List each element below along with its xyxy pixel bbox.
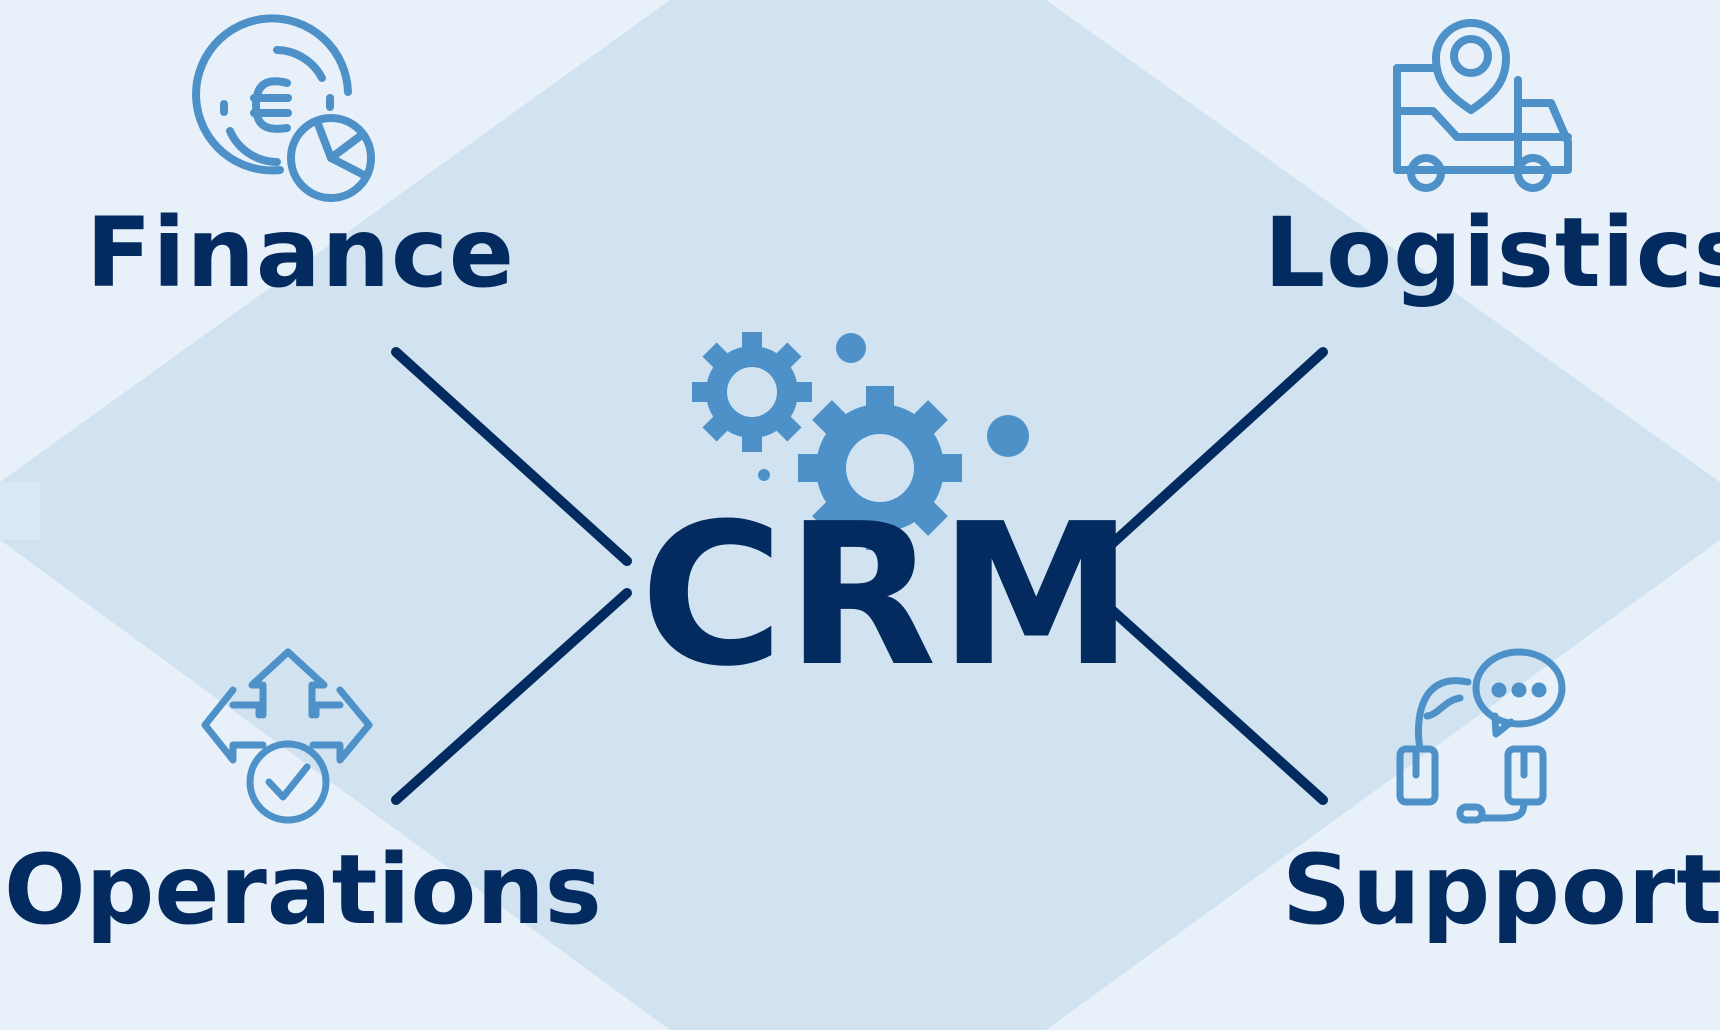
gears-icon — [692, 332, 1029, 550]
connector-finance — [391, 347, 632, 566]
connector-support — [1088, 588, 1328, 805]
connector-logistics — [1088, 347, 1328, 566]
connector-operations — [391, 588, 632, 805]
support-label: Support — [1282, 834, 1720, 946]
finance-label: Finance — [86, 197, 515, 309]
operations-label: Operations — [4, 834, 602, 946]
arrows-checkmark-icon — [201, 648, 373, 824]
delivery-truck-location-pin-icon — [1393, 19, 1572, 192]
chat-support-hand-icon — [1396, 648, 1566, 824]
background-diamond-inner — [0, 482, 40, 540]
logistics-label: Logistics — [1264, 197, 1720, 309]
euro-coin-pie-chart-icon — [192, 14, 375, 202]
crm-title: CRM — [640, 482, 1136, 710]
connector-lines — [391, 347, 1328, 805]
